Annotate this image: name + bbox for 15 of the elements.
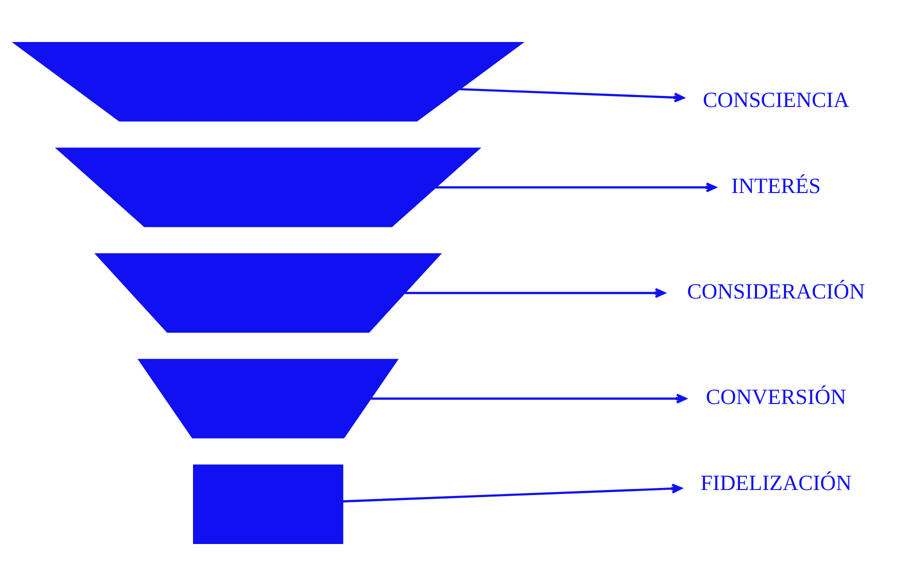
arrow [342, 483, 682, 502]
node-text: CONSIDERACIÓN [686, 278, 864, 303]
node-text: FIDELIZACIÓN [700, 470, 852, 495]
node-trapezoid [11, 42, 524, 122]
node-trapezoid [54, 147, 481, 227]
arrow [435, 182, 716, 192]
node-text: CONSCIENCIA [702, 87, 849, 112]
node-text: CONVERSIÓN [705, 384, 846, 409]
arrow [460, 88, 684, 102]
node-text: INTERÉS [730, 173, 820, 198]
node-trapezoid [137, 358, 398, 438]
node-box [192, 464, 343, 544]
node-trapezoid [94, 252, 442, 332]
arrow [404, 288, 665, 298]
arrow [370, 393, 686, 404]
